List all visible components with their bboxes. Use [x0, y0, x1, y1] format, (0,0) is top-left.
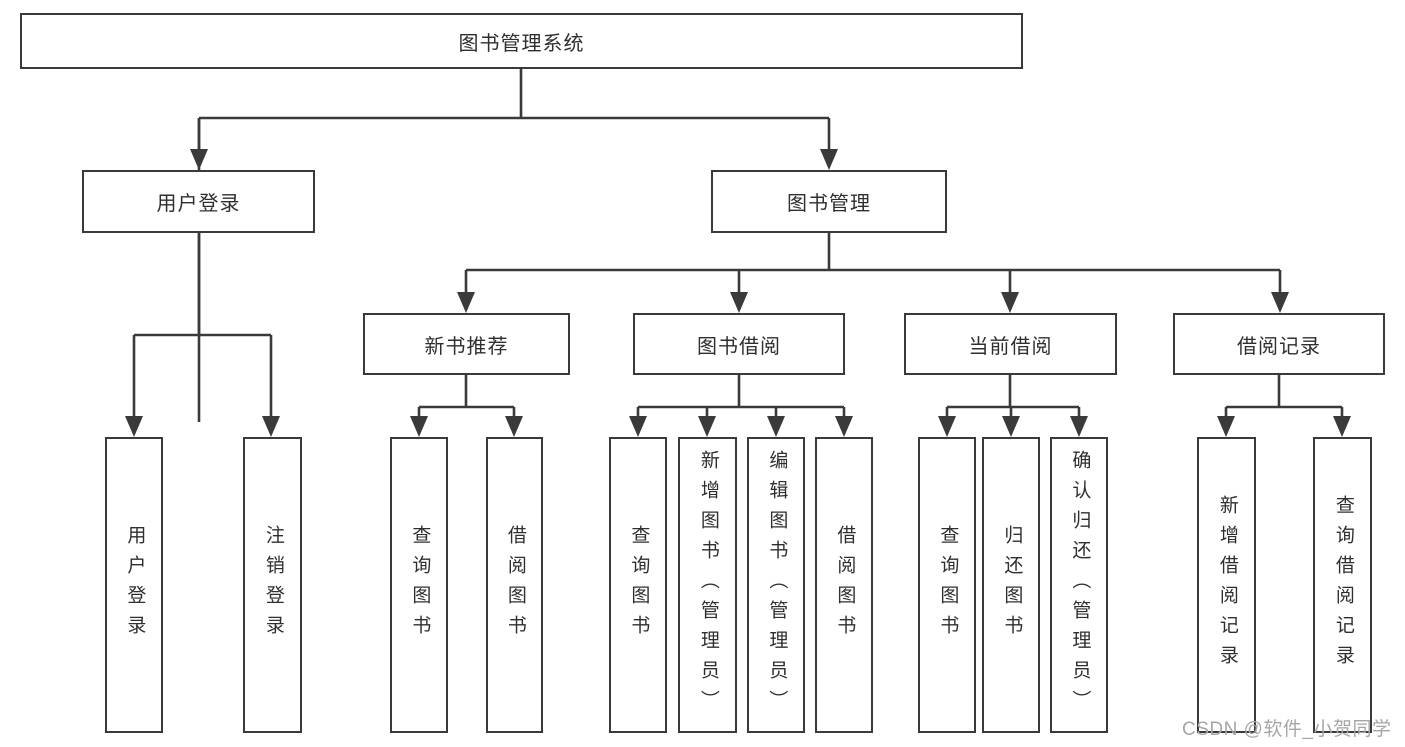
node-book-borrowing-label: 图书借阅 — [697, 335, 781, 358]
leaf-current-confirm-return-admin: 确认归还（管理员） — [1050, 437, 1108, 733]
leaf-current-return-books-label: 归还图书 — [1001, 525, 1023, 645]
node-new-book-recommend: 新书推荐 — [363, 313, 570, 375]
leaf-borrowing-add-books-admin: 新增图书（管理员） — [678, 437, 737, 733]
connector-book-borrowing — [629, 375, 853, 437]
leaf-newbook-query-books-label: 查询图书 — [409, 525, 431, 645]
leaf-user-login: 用户登录 — [105, 437, 163, 733]
node-borrowing-records-label: 借阅记录 — [1237, 335, 1321, 358]
connector-new-book-recommend — [410, 375, 523, 437]
leaf-newbook-borrow-books-label: 借阅图书 — [504, 525, 526, 645]
leaf-logout-label: 注销登录 — [262, 525, 284, 645]
leaf-current-return-books: 归还图书 — [982, 437, 1040, 733]
leaf-borrowing-add-books-admin-label: 新增图书（管理员） — [697, 450, 719, 720]
node-borrowing-records: 借阅记录 — [1173, 313, 1385, 375]
leaf-current-query-books: 查询图书 — [918, 437, 976, 733]
leaf-current-confirm-return-admin-label: 确认归还（管理员） — [1069, 450, 1091, 720]
leaf-borrowing-borrow-books-label: 借阅图书 — [834, 525, 856, 645]
leaf-logout: 注销登录 — [243, 437, 302, 733]
leaf-borrowing-query-books: 查询图书 — [609, 437, 667, 733]
node-current-borrowing: 当前借阅 — [904, 313, 1117, 375]
leaf-records-query-record: 查询借阅记录 — [1313, 437, 1372, 733]
node-book-management: 图书管理 — [711, 170, 947, 233]
node-new-book-recommend-label: 新书推荐 — [424, 335, 509, 358]
node-user-login: 用户登录 — [82, 170, 315, 233]
connector-borrowing-records — [1217, 375, 1351, 437]
node-current-borrowing-label: 当前借阅 — [968, 335, 1053, 358]
leaf-user-login-label: 用户登录 — [124, 525, 146, 645]
csdn-watermark: CSDN @软件_小贺同学 — [1182, 719, 1392, 740]
leaf-current-query-books-label: 查询图书 — [937, 525, 959, 645]
node-root-system: 图书管理系统 — [20, 13, 1023, 69]
node-user-login-label: 用户登录 — [156, 193, 241, 215]
connector-user-login — [125, 233, 280, 437]
leaf-borrowing-edit-books-admin-label: 编辑图书（管理员） — [766, 450, 788, 720]
leaf-records-query-record-label: 查询借阅记录 — [1332, 495, 1354, 675]
leaf-newbook-query-books: 查询图书 — [390, 437, 448, 733]
leaf-newbook-borrow-books: 借阅图书 — [486, 437, 543, 733]
node-root-label: 图书管理系统 — [458, 32, 585, 55]
connector-book-management — [457, 233, 1289, 313]
leaf-records-add-record: 新增借阅记录 — [1197, 437, 1256, 733]
connector-root — [190, 69, 838, 422]
leaf-borrowing-query-books-label: 查询图书 — [628, 525, 650, 645]
node-book-borrowing: 图书借阅 — [633, 313, 845, 375]
leaf-borrowing-borrow-books: 借阅图书 — [815, 437, 873, 733]
connector-current-borrowing — [938, 375, 1088, 437]
leaf-borrowing-edit-books-admin: 编辑图书（管理员） — [747, 437, 805, 733]
leaf-records-add-record-label: 新增借阅记录 — [1216, 495, 1238, 675]
node-book-management-label: 图书管理 — [787, 193, 871, 215]
